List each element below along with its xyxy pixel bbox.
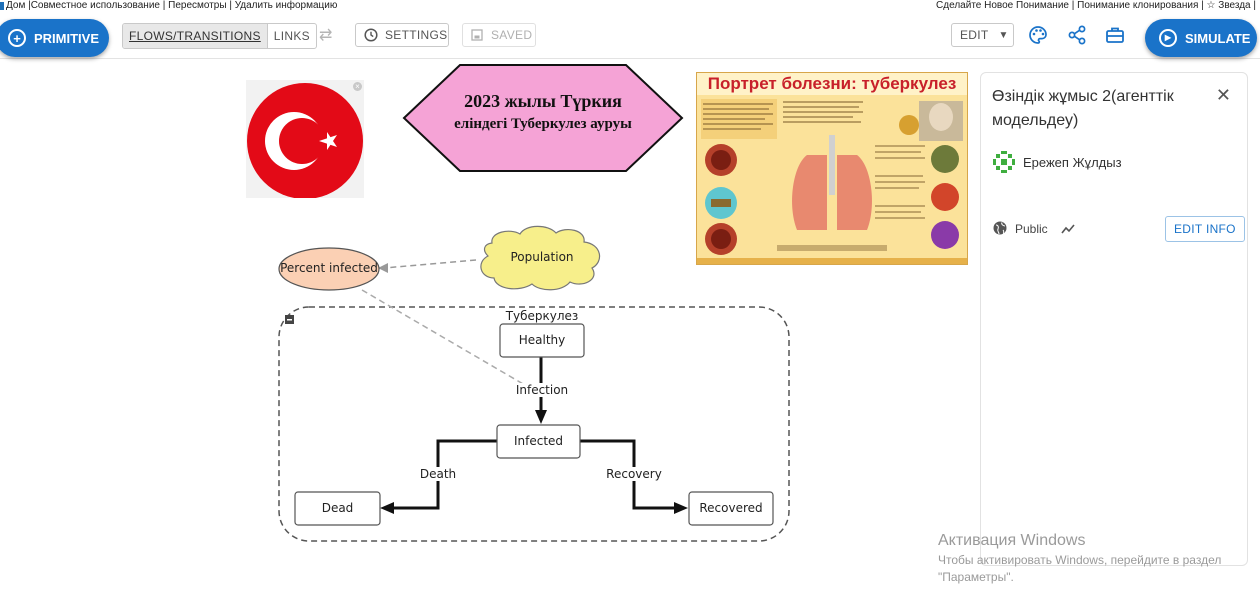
toolbox-icon[interactable]	[1105, 26, 1125, 44]
share-icon[interactable]	[1068, 25, 1086, 45]
healthy-label: Healthy	[518, 333, 566, 347]
recovery-flow-label: Recovery	[602, 467, 666, 481]
link-population-percent[interactable]	[383, 259, 477, 269]
links-tab[interactable]: LINKS	[273, 29, 310, 43]
percent-infected-label: Percent infected	[280, 261, 378, 275]
saved-button[interactable]: SAVED	[462, 23, 536, 47]
toolbar: + PRIMITIVE FLOWS/TRANSITIONS LINKS ⇄ SE…	[0, 14, 1260, 59]
palette-icon[interactable]	[1028, 25, 1048, 45]
home-marker-icon	[0, 2, 4, 10]
poster-graphic	[697, 99, 967, 264]
trend-icon[interactable]	[1061, 223, 1075, 235]
recovered-stock[interactable]	[688, 491, 774, 526]
settings-label: SETTINGS	[385, 28, 448, 42]
dead-stock[interactable]	[294, 491, 381, 526]
info-panel: Өзіндік жұмыс 2(агенттік модельдеу) ✕ Ер…	[980, 72, 1248, 566]
avatar[interactable]	[993, 151, 1015, 173]
edit-dropdown[interactable]: EDIT ▼	[951, 23, 1014, 47]
plus-circle-icon: +	[8, 29, 26, 47]
hexagon-text: 2023 жылы Түркия еліндегі Туберкулез аур…	[402, 91, 684, 133]
top-link-bar: Дом |Совместное использование | Пересмот…	[0, 0, 1260, 14]
close-icon[interactable]: ✕	[1215, 85, 1231, 105]
edit-label: EDIT	[960, 28, 989, 42]
windows-activation-watermark: Активация Windows Чтобы активировать Win…	[938, 532, 1221, 586]
infected-stock[interactable]	[496, 424, 581, 459]
watermark-line3: "Параметры".	[938, 570, 1014, 584]
dead-label: Dead	[321, 501, 354, 515]
primitive-label: PRIMITIVE	[34, 30, 100, 46]
model-title: Өзіндік жұмыс 2(агенттік модельдеу)	[992, 88, 1174, 129]
swap-arrows-icon[interactable]: ⇄	[319, 27, 333, 44]
title-hexagon[interactable]: 2023 жылы Түркия еліндегі Туберкулез аур…	[402, 63, 684, 173]
folder-label: Туберкулез	[505, 309, 579, 323]
flag-graphic	[247, 83, 363, 199]
primitive-button[interactable]: + PRIMITIVE	[0, 19, 109, 57]
hexagon-line2: еліндегі Туберкулез ауруы	[454, 116, 632, 132]
close-icon[interactable]: ×	[353, 82, 362, 91]
edit-info-button[interactable]: EDIT INFO	[1165, 216, 1245, 242]
top-left-links[interactable]: Дом |Совместное использование | Пересмот…	[6, 0, 338, 11]
watermark-line2: Чтобы активировать Windows, перейдите в …	[938, 553, 1222, 567]
poster-title: Портрет болезни: туберкулез	[697, 73, 967, 95]
saved-label: SAVED	[491, 28, 533, 42]
visibility-label: Public	[1015, 222, 1048, 236]
simulate-label: SIMULATE	[1185, 30, 1251, 46]
hexagon-line1: 2023 жылы Түркия	[464, 91, 622, 111]
healthy-stock[interactable]	[499, 323, 585, 358]
author-name[interactable]: Ережеп Жұлдыз	[1023, 155, 1122, 170]
infection-flow-label: Infection	[506, 383, 578, 397]
save-disk-icon	[471, 29, 483, 41]
clock-icon	[364, 28, 378, 42]
chevron-down-icon: ▼	[998, 29, 1009, 41]
top-right-links[interactable]: Сделайте Новое Понимание | Понимание кло…	[936, 0, 1256, 11]
percent-infected-variable[interactable]	[278, 247, 380, 291]
play-circle-icon: ▶	[1159, 29, 1177, 47]
folder-boundary[interactable]	[278, 306, 790, 542]
turkey-flag-image[interactable]: ×	[246, 80, 364, 199]
hexagon-shape	[402, 64, 684, 172]
link-mode-toggle: FLOWS/TRANSITIONS LINKS	[122, 23, 317, 49]
link-percent-infection[interactable]	[361, 289, 531, 389]
population-cloud[interactable]	[480, 225, 601, 291]
recovered-label: Recovered	[699, 501, 763, 515]
settings-button[interactable]: SETTINGS	[355, 23, 449, 47]
globe-icon	[993, 221, 1007, 235]
flows-transitions-tab[interactable]: FLOWS/TRANSITIONS	[123, 24, 268, 48]
simulate-button[interactable]: ▶ SIMULATE	[1145, 19, 1257, 57]
death-flow-label: Death	[414, 467, 462, 481]
tuberculosis-poster-image[interactable]: Портрет болезни: туберкулез	[696, 72, 968, 265]
watermark-line1: Активация Windows	[938, 532, 1086, 549]
population-label: Population	[510, 250, 574, 264]
infected-label: Infected	[513, 434, 564, 448]
